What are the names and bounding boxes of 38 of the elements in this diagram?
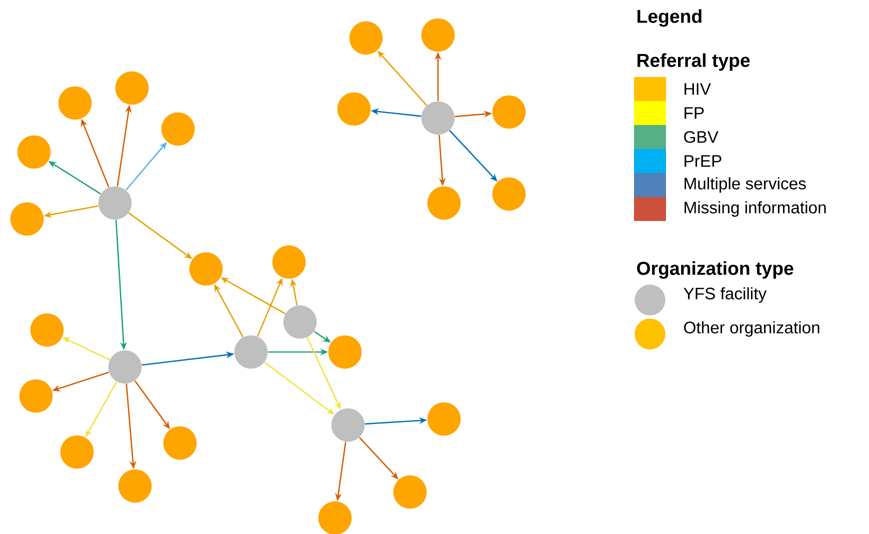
organization-circle	[118, 469, 152, 503]
organization-circle	[189, 252, 223, 286]
legend-heading: Organization type	[637, 261, 794, 279]
organization-circle	[10, 202, 44, 236]
facility-circle	[331, 408, 365, 442]
legend-heading: Referral type	[638, 53, 750, 71]
organization-circle	[30, 313, 64, 347]
facility-circle	[108, 350, 142, 384]
legend-heading: Legend	[638, 9, 702, 27]
organization-circle	[58, 86, 92, 120]
organization-circle	[328, 335, 362, 369]
legend-label: PrEP	[684, 155, 722, 167]
organization-circle	[421, 18, 455, 52]
organization-circle	[427, 186, 461, 220]
organization-circle	[19, 379, 53, 413]
organization-circle	[393, 475, 427, 509]
facility-circle	[283, 305, 317, 339]
organization-circle	[492, 177, 526, 211]
organization-circle	[427, 402, 461, 436]
organization-circle	[60, 435, 94, 469]
legend-label: Missing information	[684, 201, 826, 217]
legend-label: YFS facility	[684, 287, 767, 303]
organization-circle	[17, 135, 51, 169]
facility-circle	[421, 101, 455, 135]
organization-circle	[115, 71, 149, 105]
organization-circle	[337, 92, 371, 126]
legend-label: FP	[684, 107, 704, 119]
facility-circle	[98, 186, 132, 220]
legend-label: GBV	[684, 131, 718, 143]
organization-circle	[163, 426, 197, 460]
legend-label: Other organization	[684, 321, 820, 337]
legend-label: HIV	[684, 83, 711, 95]
organization-circle	[349, 21, 383, 55]
legend-label: Multiple services	[684, 177, 806, 193]
organization-circle	[492, 95, 526, 129]
facility-circle	[234, 335, 268, 369]
organization-circle	[161, 112, 195, 146]
organization-circle	[272, 245, 306, 279]
